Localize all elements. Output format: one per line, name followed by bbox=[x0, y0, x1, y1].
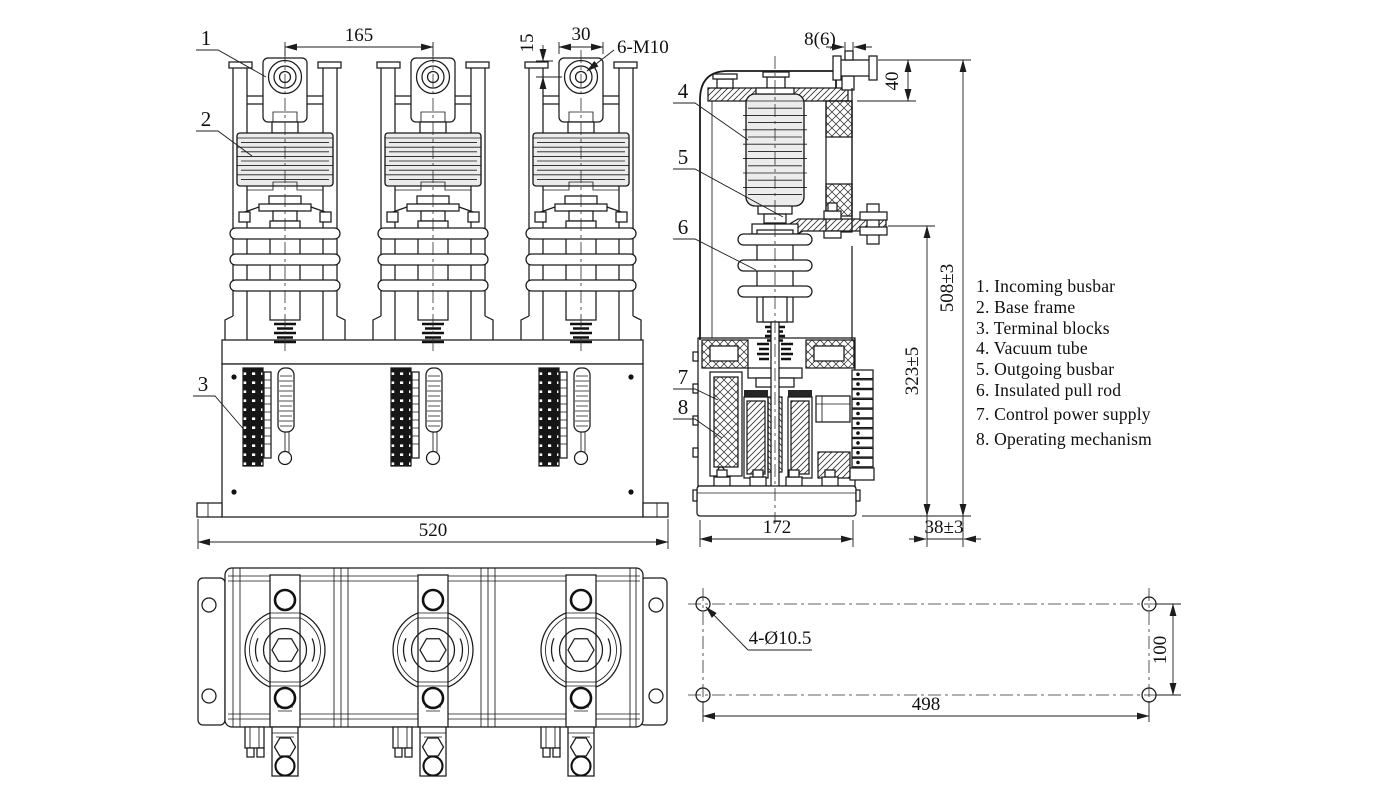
front-view: 165 30 15 6-M10 520 1 2 3 bbox=[193, 24, 669, 549]
dim-pole-pitch: 165 bbox=[345, 25, 374, 46]
side-base bbox=[692, 485, 861, 517]
mounting-view: 4-Ø10.5 498 100 bbox=[688, 588, 1181, 722]
callout-6: 6 bbox=[678, 215, 689, 239]
pole-c bbox=[519, 48, 643, 354]
callout-4: 4 bbox=[678, 79, 689, 103]
legend-item-4: 4. Vacuum tube bbox=[976, 338, 1088, 359]
legend-item-5: 5. Outgoing busbar bbox=[976, 359, 1115, 380]
dim-hole-span-x: 498 bbox=[912, 694, 941, 715]
legend-item-3: 3. Terminal blocks bbox=[976, 317, 1110, 338]
bottom-view bbox=[197, 567, 668, 778]
side-view: 8(6) 40 508±3 323±5 172 38±3 4 5 6 7 8 bbox=[673, 29, 981, 547]
dim-top-clearance: 40 bbox=[882, 72, 903, 91]
callout-3: 3 bbox=[198, 372, 209, 396]
terminal-blocks-a bbox=[242, 367, 295, 467]
hole-note: 4-Ø10.5 bbox=[749, 628, 812, 649]
thread-note: 6-M10 bbox=[617, 37, 669, 58]
callout-7: 7 bbox=[678, 365, 689, 389]
legend-item-2: 2. Base frame bbox=[976, 296, 1076, 317]
control-terminal-stack bbox=[849, 369, 875, 481]
mount-bolts bbox=[713, 469, 839, 487]
legend-item-1: 1. Incoming busbar bbox=[976, 276, 1116, 296]
coil-left bbox=[746, 400, 766, 475]
operating-mechanism bbox=[692, 321, 856, 509]
dim-tab-thickness: 8(6) bbox=[804, 29, 836, 50]
dim-overall-height: 508±3 bbox=[937, 264, 958, 312]
side-dimensions bbox=[699, 42, 981, 547]
front-dimensions bbox=[197, 42, 669, 549]
legend-item-8: 8. Operating mechanism bbox=[976, 428, 1152, 449]
terminal-blocks-b bbox=[390, 367, 443, 467]
dim-rear-offset: 38±3 bbox=[925, 517, 964, 538]
dim-hole-span-y: 100 bbox=[1150, 636, 1171, 665]
upper-terminal bbox=[832, 50, 878, 91]
parts-legend: 1. Incoming busbar 2. Base frame 3. Term… bbox=[976, 276, 1152, 449]
callout-5: 5 bbox=[678, 145, 689, 169]
pole-a bbox=[223, 48, 347, 354]
callout-2: 2 bbox=[201, 107, 212, 131]
side-callout-leaders bbox=[673, 102, 784, 439]
front-callout-leaders bbox=[193, 49, 267, 433]
outgoing-terminal bbox=[859, 203, 888, 245]
terminal-blocks-c bbox=[538, 367, 591, 467]
pole-b bbox=[371, 48, 495, 354]
dim-pad-offset: 15 bbox=[517, 34, 538, 53]
dim-pad-width: 30 bbox=[572, 24, 591, 45]
busbar-bolt bbox=[823, 202, 842, 239]
dim-mid-height: 323±5 bbox=[902, 347, 923, 395]
mounting-dimensions bbox=[702, 603, 1181, 722]
dim-overall-width: 520 bbox=[419, 520, 448, 541]
callout-1: 1 bbox=[201, 26, 212, 50]
callout-8: 8 bbox=[678, 395, 689, 419]
dim-depth: 172 bbox=[763, 517, 792, 538]
coil-right bbox=[790, 400, 810, 475]
legend-item-6: 6. Insulated pull rod bbox=[976, 379, 1122, 400]
legend-item-7: 7. Control power supply bbox=[976, 404, 1151, 425]
top-bolts bbox=[712, 71, 790, 89]
